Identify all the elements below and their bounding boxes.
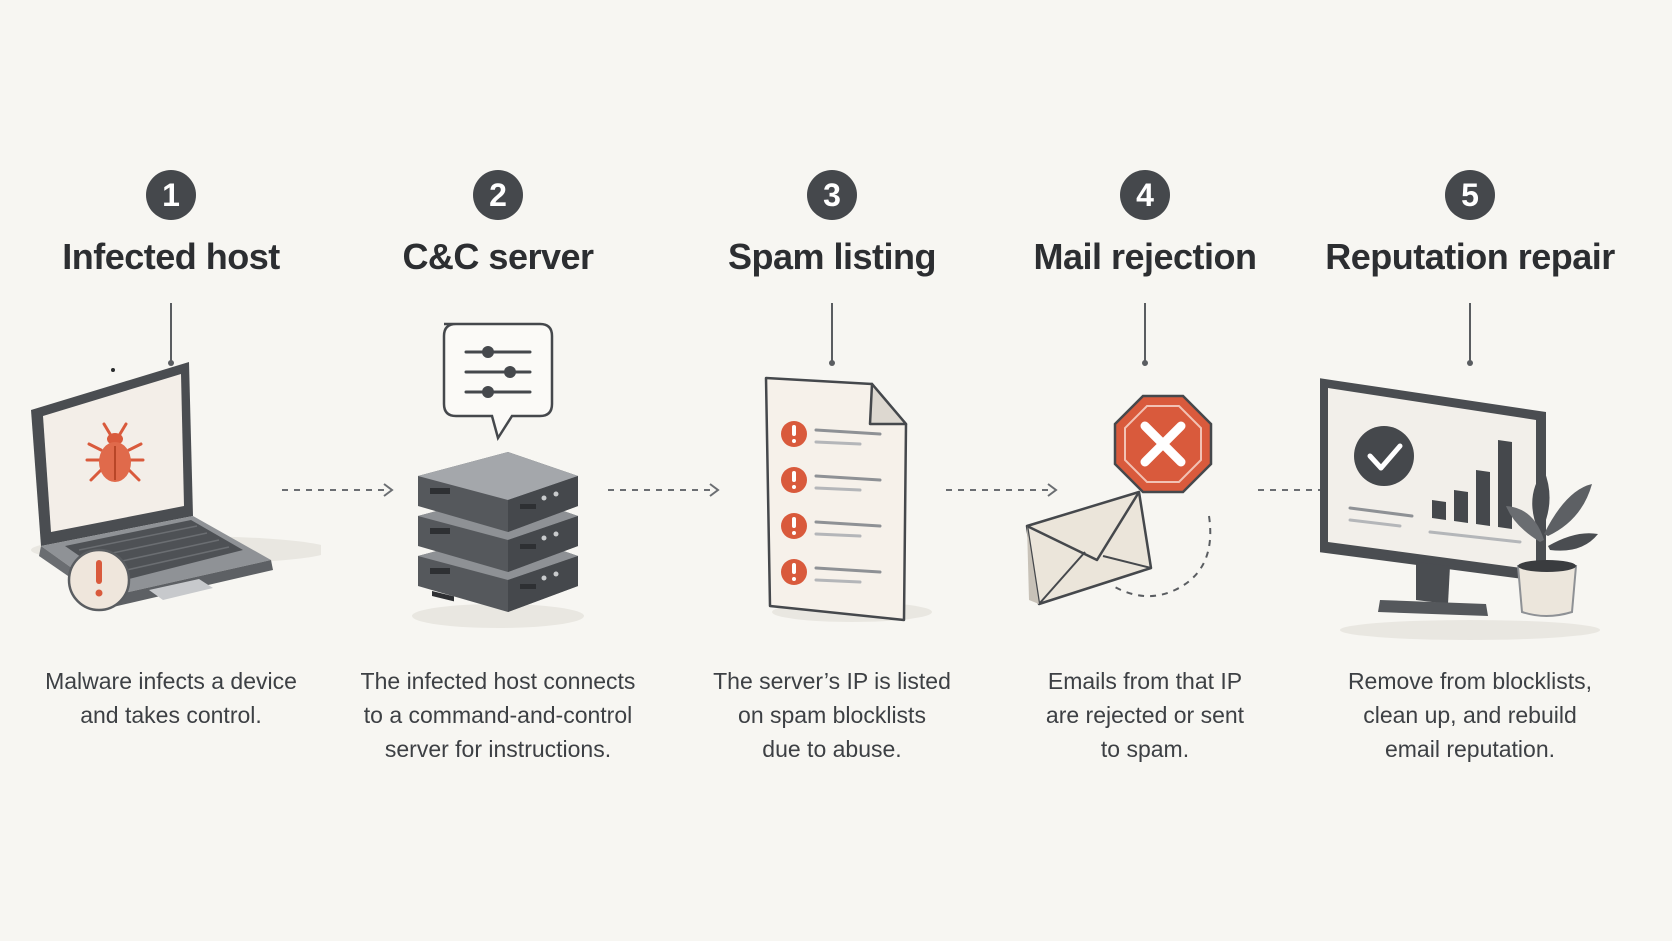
laptop-bug-icon (31, 362, 321, 612)
server-stack-icon (412, 322, 584, 628)
dashed-arrow (946, 483, 1058, 497)
step-title: Infected host (62, 236, 280, 277)
step-mail-rejection: 4 Mail rejection E (995, 0, 1295, 941)
server-unit-top (418, 452, 578, 532)
warning-row (781, 467, 882, 493)
step-title: Spam listing (727, 236, 937, 277)
step-description: Remove from blocklists, clean up, and re… (1347, 668, 1593, 762)
connector-stem (1142, 303, 1148, 366)
step-description: Malware infects a device and takes contr… (45, 668, 297, 728)
warning-row (781, 421, 882, 447)
warning-row (781, 513, 882, 539)
step-spam-listing: 3 Spam listing (682, 0, 982, 941)
step-infected-host: 1 Infected host (21, 0, 321, 941)
step-title: Reputation repair (1325, 236, 1615, 277)
dashed-arrow (282, 483, 394, 497)
connector-stem (168, 303, 174, 366)
step-title: Mail rejection (1033, 236, 1257, 277)
step-title: C&C server (402, 236, 594, 277)
blocklist-document-icon (764, 376, 932, 622)
step-description: The server’s IP is listed on spam blockl… (713, 668, 951, 762)
step-number-badge: 1 (146, 170, 196, 220)
connector-stem (829, 303, 835, 366)
step-cc-server: 2 C&C server (348, 0, 648, 941)
step-number-badge: 3 (807, 170, 857, 220)
connector-stem (1467, 303, 1473, 366)
stop-x-icon (1113, 394, 1213, 494)
step-number-badge: 4 (1120, 170, 1170, 220)
rejected-mail-icon (1025, 394, 1213, 606)
step-description: The infected host connects to a command-… (360, 668, 636, 762)
warning-row (781, 559, 882, 585)
reputation-monitor-icon (1320, 378, 1600, 640)
dashed-arrow (608, 483, 720, 497)
potted-plant-icon (1506, 470, 1598, 617)
step-number-badge: 5 (1445, 170, 1495, 220)
envelope-icon (1025, 490, 1153, 606)
step-description: Emails from that IP are rejected or sent… (1045, 668, 1245, 762)
control-sliders-bubble-icon (442, 322, 554, 442)
step-number-badge: 2 (473, 170, 523, 220)
step-reputation-repair: 5 Reputation repair (1320, 0, 1620, 941)
